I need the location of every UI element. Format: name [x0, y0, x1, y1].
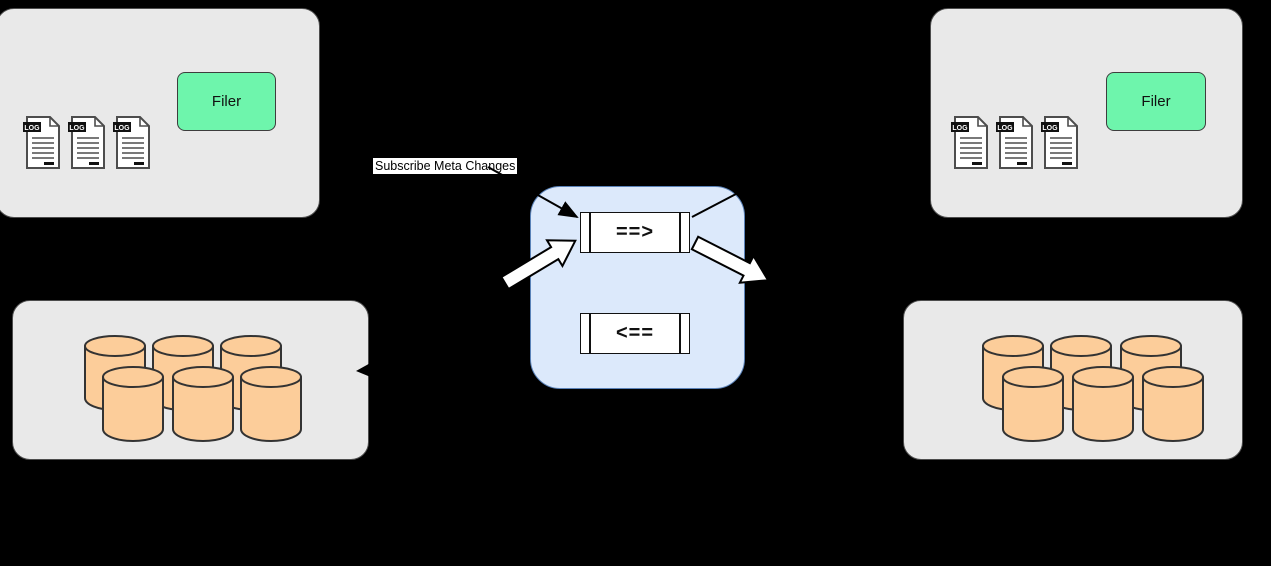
- volume-cylinder-icon: [1002, 366, 1064, 443]
- cylinder-body: [240, 377, 302, 443]
- document-lines: [122, 137, 144, 159]
- cylinder-top: [1002, 366, 1064, 388]
- cluster-top-right-filer: LOG LOG LOG: [930, 8, 1243, 218]
- cylinder-body: [172, 377, 234, 443]
- cylinder-top: [1142, 366, 1204, 388]
- document-fold: [139, 117, 149, 127]
- cylinder-body: [102, 377, 164, 443]
- queue-cap-right: [679, 213, 681, 252]
- subscribe-meta-changes-label: Subscribe Meta Changes: [373, 158, 518, 174]
- log-file-icon: LOG: [113, 116, 150, 169]
- log-file-icon: LOG: [951, 116, 988, 169]
- volume-cylinder-icon: [240, 366, 302, 443]
- log-file-group-right: LOG LOG LOG: [951, 115, 1081, 171]
- document-lines: [32, 137, 54, 159]
- volume-cylinder-icon: [1142, 366, 1204, 443]
- log-file-icon: LOG: [23, 116, 60, 169]
- cylinder-top: [102, 366, 164, 388]
- cylinder-top: [240, 366, 302, 388]
- queue-backward-label: <==: [615, 322, 655, 344]
- queue-cap-left: [589, 213, 591, 252]
- log-badge-text: LOG: [69, 125, 85, 132]
- document-lines: [1050, 137, 1072, 159]
- log-file-icon: LOG: [68, 116, 105, 169]
- cylinder-top: [84, 335, 146, 357]
- log-badge: [951, 122, 969, 132]
- queue-forward-label: ==>: [615, 221, 655, 243]
- queue-cap-right: [679, 314, 681, 353]
- log-badge: [113, 122, 131, 132]
- cylinder-top: [172, 366, 234, 388]
- log-badge: [996, 122, 1014, 132]
- volume-cylinder-icon: [1072, 366, 1134, 443]
- filer-label-right: Filer: [1141, 93, 1171, 110]
- cylinder-body: [1142, 377, 1204, 443]
- message-queue-panel: ==> <==: [530, 186, 745, 389]
- cluster-bottom-left-volumes: [12, 300, 369, 460]
- filer-box-left: Filer: [177, 72, 276, 131]
- queue-forward: ==>: [580, 212, 690, 253]
- cylinder-top: [152, 335, 214, 357]
- log-badge: [68, 122, 86, 132]
- cylinder-top: [982, 335, 1044, 357]
- volume-cylinder-icon: [102, 366, 164, 443]
- cylinder-body: [1002, 377, 1064, 443]
- document-fold: [1067, 117, 1077, 127]
- document-fold: [977, 117, 987, 127]
- log-file-icon: LOG: [996, 116, 1033, 169]
- cluster-bottom-right-volumes: [903, 300, 1243, 460]
- filer-label-left: Filer: [211, 93, 242, 110]
- log-badge-text: LOG: [114, 125, 130, 132]
- log-badge: [23, 122, 41, 132]
- cluster-top-left-filer: LOG LOG: [0, 8, 320, 218]
- document-fold: [94, 117, 104, 127]
- log-file-icon: LOG: [1041, 116, 1078, 169]
- log-badge-text: LOG: [952, 125, 968, 132]
- queue-backward: <==: [580, 313, 690, 354]
- document-lines: [1005, 137, 1027, 159]
- cylinder-top: [1050, 335, 1112, 357]
- cylinder-top: [1072, 366, 1134, 388]
- log-badge: [1041, 122, 1059, 132]
- document-lines: [77, 137, 99, 159]
- log-file-group-left: LOG LOG: [23, 115, 153, 171]
- document-fold: [49, 117, 59, 127]
- log-badge-text: LOG: [997, 125, 1013, 132]
- queue-cap-left: [589, 314, 591, 353]
- document-fold: [1022, 117, 1032, 127]
- cylinder-body: [1072, 377, 1134, 443]
- log-badge-text: LOG: [24, 125, 40, 132]
- document-lines: [960, 137, 982, 159]
- log-badge-text: LOG: [1042, 125, 1058, 132]
- filer-box-right: Filer: [1106, 72, 1206, 131]
- volume-cylinder-icon: [172, 366, 234, 443]
- cylinder-top: [220, 335, 282, 357]
- cylinder-top: [1120, 335, 1182, 357]
